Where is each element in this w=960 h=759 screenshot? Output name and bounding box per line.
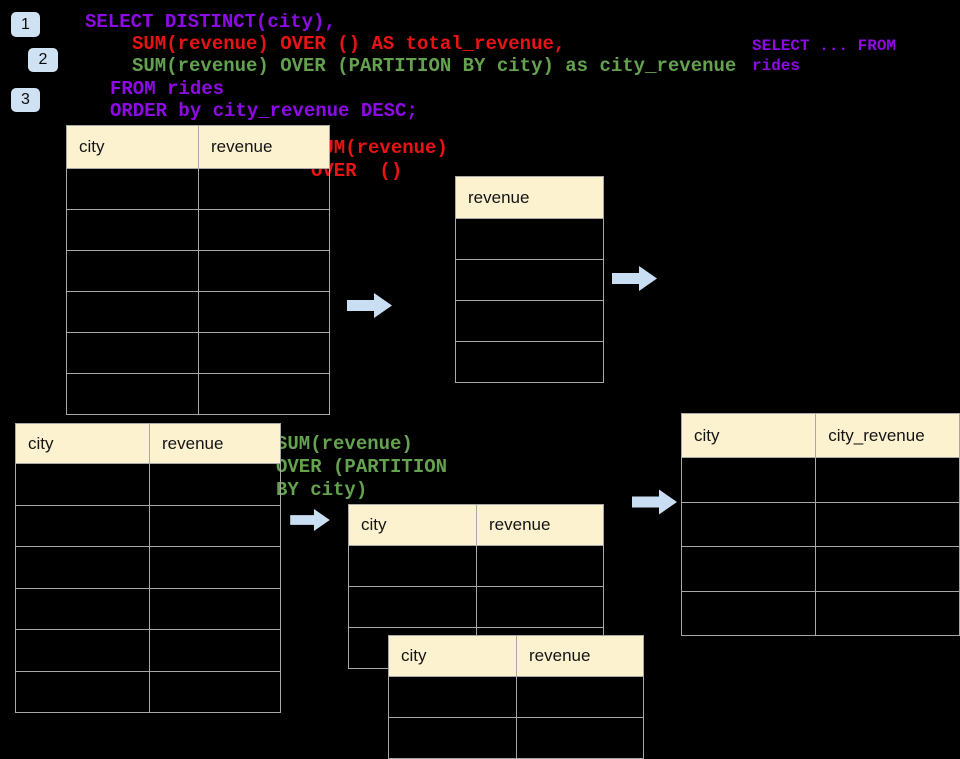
table-cell — [15, 629, 150, 672]
table-cell — [149, 670, 281, 713]
table-cell — [15, 587, 150, 630]
table-header-revenue: revenue — [198, 125, 330, 169]
table-cell — [388, 717, 517, 759]
table-cell — [348, 545, 477, 587]
label-sum-over-partition: SUM(revenue) OVER (PARTITION BY city) — [276, 433, 448, 501]
table-cell — [149, 629, 281, 672]
sql-line-partition: SUM(revenue) OVER (PARTITION BY city) as… — [132, 55, 737, 77]
table-header-revenue: revenue — [149, 423, 281, 464]
table-cell — [198, 373, 330, 415]
table-cell — [680, 501, 817, 547]
table-header-city: city — [680, 413, 817, 458]
side-note-select-from-rides: SELECT ... FROM rides — [752, 37, 897, 75]
table-cell — [149, 463, 281, 506]
table-cell — [815, 501, 960, 547]
step-badge-2: 2 — [28, 48, 58, 72]
table-cell — [516, 717, 644, 759]
table-cell — [66, 250, 199, 292]
table-header-revenue: revenue — [455, 176, 604, 219]
sql-line-from: FROM rides — [110, 78, 225, 100]
table-cell — [815, 546, 960, 592]
table-partition-a: city revenue — [348, 504, 604, 669]
table-cell — [680, 590, 817, 636]
table-result: city city_revenue — [680, 413, 960, 636]
table-cell — [66, 332, 199, 374]
table-cell — [198, 291, 330, 333]
table-cell — [15, 504, 150, 547]
table-cell — [198, 332, 330, 374]
slide-canvas: { "colors": { "background": "#000000", "… — [11, 11, 960, 759]
table-cell — [680, 546, 817, 592]
table-header-city: city — [348, 504, 477, 546]
table-cell — [149, 587, 281, 630]
table-header-city: city — [66, 125, 199, 169]
table-header-city: city — [15, 423, 150, 464]
table-cell — [15, 463, 150, 506]
table-cell — [815, 457, 960, 503]
table-partition-b: city revenue — [388, 635, 644, 759]
table-cell — [198, 168, 330, 210]
step-badge-3: 3 — [11, 88, 40, 112]
sql-line-select: SELECT DISTINCT(city), — [85, 11, 336, 33]
table-cell — [66, 291, 199, 333]
table-cell — [15, 546, 150, 589]
table-source-top: city revenue — [66, 125, 330, 415]
right-arrow-icon — [612, 266, 657, 291]
table-cell — [66, 373, 199, 415]
table-cell — [66, 168, 199, 210]
table-cell — [455, 341, 604, 383]
right-arrow-icon — [347, 293, 392, 318]
table-cell — [680, 457, 817, 503]
table-cell — [815, 590, 960, 636]
table-source-bottom: city revenue — [15, 423, 281, 713]
table-cell — [455, 218, 604, 260]
table-cell — [455, 300, 604, 342]
table-cell — [149, 546, 281, 589]
table-cell — [476, 586, 604, 628]
table-cell — [455, 259, 604, 301]
right-arrow-icon — [290, 509, 330, 531]
table-header-revenue: revenue — [476, 504, 604, 546]
sql-line-total: SUM(revenue) OVER () AS total_revenue, — [132, 33, 566, 55]
table-header-city: city — [388, 635, 517, 677]
step-badge-1: 1 — [11, 12, 40, 37]
table-cell — [15, 670, 150, 713]
right-arrow-icon — [632, 489, 677, 515]
table-cell — [198, 250, 330, 292]
table-header-city-revenue: city_revenue — [815, 413, 960, 458]
table-header-revenue: revenue — [516, 635, 644, 677]
table-cell — [476, 545, 604, 587]
table-cell — [198, 209, 330, 251]
table-cell — [348, 586, 477, 628]
table-cell — [516, 676, 644, 718]
sql-line-order: ORDER by city_revenue DESC; — [110, 100, 418, 122]
table-cell — [66, 209, 199, 251]
table-cell — [149, 504, 281, 547]
table-revenue-only: revenue — [455, 176, 604, 383]
label-sum-over-total: SUM(revenue) OVER () — [311, 137, 448, 182]
table-cell — [388, 676, 517, 718]
